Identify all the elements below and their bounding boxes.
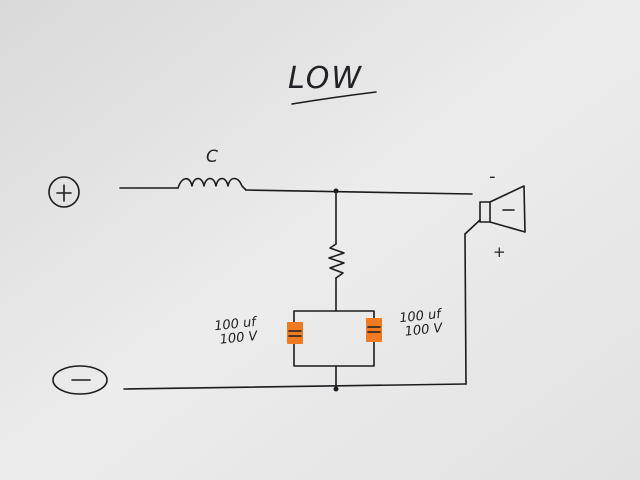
- inductor-coil: [177, 177, 247, 191]
- bottom-wire: [123, 383, 467, 390]
- resistor-zigzag: [328, 243, 345, 279]
- capacitor-right-label: 100 uf 100 V: [399, 307, 444, 340]
- speaker-lead: [464, 219, 481, 235]
- top-wire-right: [245, 189, 473, 195]
- title-text: LOW: [288, 61, 363, 96]
- speaker-plus-label: +: [493, 243, 506, 261]
- speaker-icon: [479, 185, 526, 233]
- plus-terminal: [48, 176, 80, 208]
- capacitor-left: [287, 322, 303, 344]
- title-underline: [291, 91, 377, 105]
- speaker-minus-label: -: [489, 166, 496, 187]
- right-vertical-wire: [464, 233, 467, 385]
- minus-terminal: [52, 365, 108, 395]
- capacitor-right: [366, 318, 382, 342]
- capacitor-loop: [293, 310, 375, 367]
- inductor-label: C: [206, 147, 218, 167]
- capacitor-left-label: 100 uf 100 V: [214, 315, 259, 348]
